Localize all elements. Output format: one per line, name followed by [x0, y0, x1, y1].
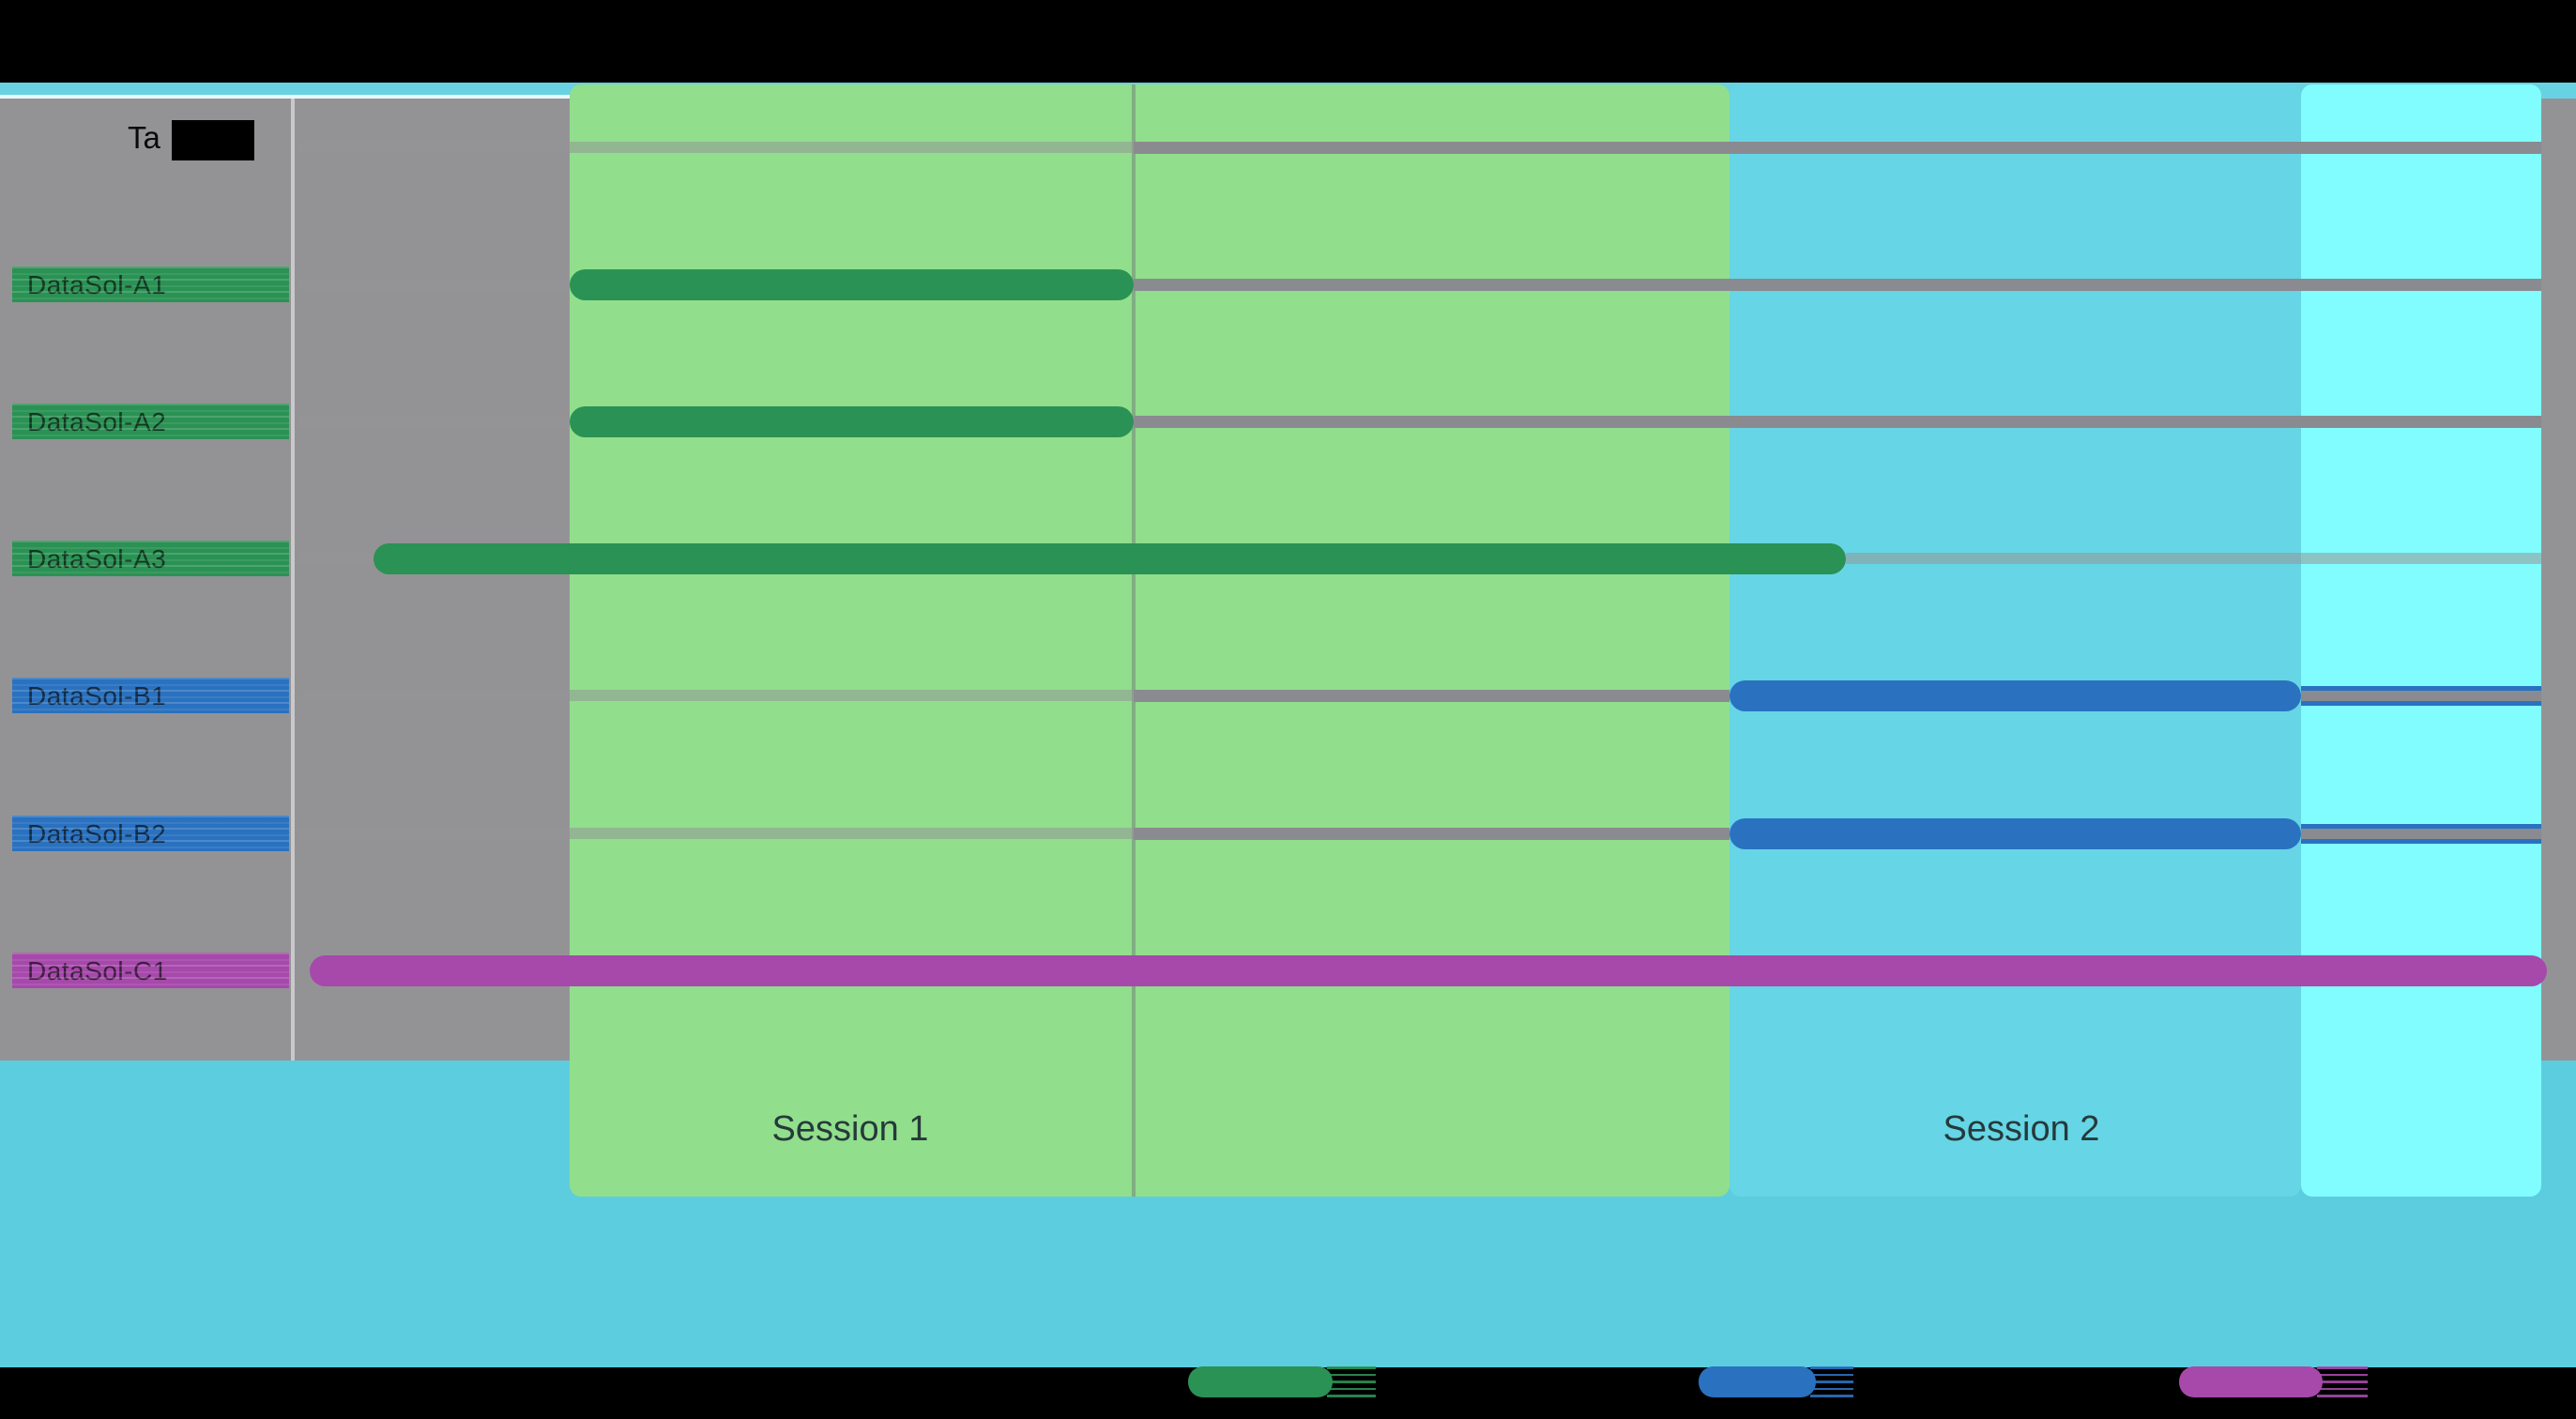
session-2-label: Session 2: [1943, 1109, 2100, 1149]
session-band-3: [2301, 84, 2541, 1197]
row-gridline-light: [298, 828, 1134, 839]
task-label: DataSol-B2: [12, 816, 289, 851]
row-gridline-light: [1846, 553, 2541, 564]
task-remainder-track: [2301, 824, 2541, 844]
session-band-1: [570, 84, 1730, 1197]
row-gridline-light: [298, 690, 1134, 701]
legend-swatch-streak: [2317, 1366, 2368, 1397]
task-label: DataSol-A1: [12, 267, 289, 302]
legend-swatch-streak: [1327, 1366, 1376, 1397]
header-gridline-dark: [1134, 142, 2541, 154]
task-label: DataSol-A3: [12, 541, 289, 576]
task-bar[interactable]: [570, 406, 1134, 437]
title-redaction-box: [172, 120, 254, 160]
task-label: DataSol-B1: [12, 678, 289, 713]
row-gridline-light: [298, 416, 570, 427]
row-gridline-dark: [1134, 416, 2541, 428]
task-label: DataSol-A2: [12, 404, 289, 439]
session-1-label: Session 1: [771, 1109, 929, 1149]
task-bar[interactable]: [570, 269, 1134, 300]
task-remainder-track: [2301, 686, 2541, 706]
legend-swatch-2[interactable]: [1699, 1366, 1816, 1397]
legend-swatch-3[interactable]: [2179, 1366, 2323, 1397]
task-bar[interactable]: [310, 955, 2547, 986]
legend-swatch-1[interactable]: [1188, 1366, 1333, 1397]
row-gridline-dark: [1134, 828, 1730, 840]
row-gridline-dark: [1134, 279, 2541, 291]
axis-top-line: [0, 95, 572, 99]
row-gridline-light: [298, 553, 373, 564]
axis-left-line: [291, 99, 295, 1060]
top-black-bar: [0, 0, 2576, 83]
row-gridline-dark: [1134, 690, 1730, 702]
task-bar[interactable]: [1730, 818, 2301, 849]
legend-swatch-streak: [1810, 1366, 1853, 1397]
task-bar[interactable]: [373, 543, 1846, 574]
chart-title: Ta: [128, 120, 160, 155]
task-label: DataSol-C1: [12, 953, 289, 988]
row-gridline-light: [298, 279, 570, 290]
vertical-gridline: [1132, 84, 1136, 1197]
task-bar[interactable]: [1730, 680, 2301, 711]
session-band-2: [1730, 84, 2301, 1197]
header-gridline-light: [298, 142, 1134, 153]
